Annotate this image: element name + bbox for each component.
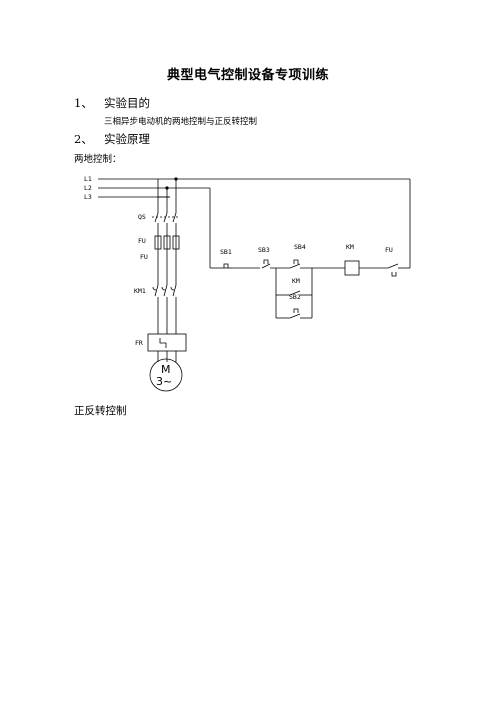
label-FR: FR xyxy=(135,339,143,347)
label-QS: QS xyxy=(138,213,146,221)
section-heading-principle: 2、实验原理 xyxy=(74,131,150,147)
section-label: 实验目的 xyxy=(104,96,150,110)
motor-M-label: M xyxy=(161,363,171,376)
section-heading-purpose: 1、实验目的 xyxy=(74,95,150,111)
label-FU-mid: FU xyxy=(140,253,148,261)
label-KM-aux: KM xyxy=(292,277,300,285)
label-L1: L1 xyxy=(84,175,92,183)
label-L3: L3 xyxy=(84,193,92,201)
section-label: 实验原理 xyxy=(104,132,150,146)
label-FU-top: FU xyxy=(138,237,146,245)
label-L2: L2 xyxy=(84,184,92,192)
forward-reverse-label: 正反转控制 xyxy=(74,405,127,417)
section-number: 1、 xyxy=(74,96,93,110)
label-KM-coil: KM xyxy=(346,243,354,251)
two-place-control-label: 两地控制： xyxy=(74,154,122,165)
label-SB-stop2: SB2 xyxy=(289,293,301,301)
label-FU-ctrl: FU xyxy=(385,246,393,254)
label-SB-start2: SB4 xyxy=(294,243,306,251)
label-KM1: KM1 xyxy=(134,287,146,295)
label-SB-start1: SB3 xyxy=(258,246,270,254)
motor-phase-label: 3~ xyxy=(156,375,172,388)
label-SB-stop1: SB1 xyxy=(220,248,232,256)
page-title: 典型电气控制设备专项训练 xyxy=(166,68,329,83)
section-number: 2、 xyxy=(74,132,93,146)
purpose-text: 三相异步电动机的两地控制与正反转控制 xyxy=(104,117,258,127)
